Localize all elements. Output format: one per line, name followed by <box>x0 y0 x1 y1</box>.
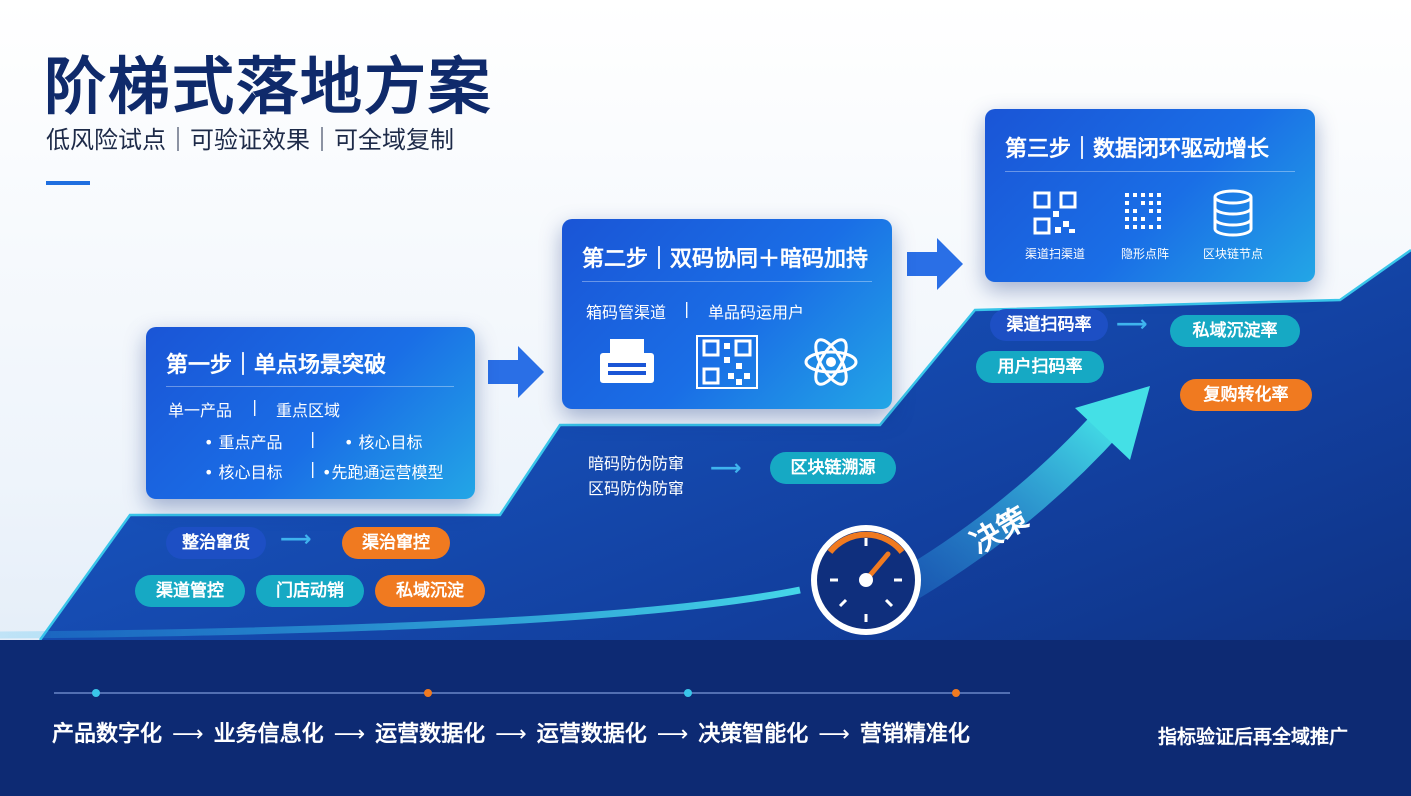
arrow-right-icon: ⟶ <box>710 456 742 481</box>
step2-below-line2: 区码防伪防窜 <box>588 479 685 498</box>
speedometer-icon <box>811 525 921 635</box>
step3-icon-label: 隐形点阵 <box>1120 247 1169 261</box>
step1-divider <box>166 386 454 387</box>
step1-row1-sep: | <box>252 397 258 416</box>
flow-arrow-icon: ⟶ <box>818 722 850 747</box>
page-title: 阶梯式落地方案 <box>44 50 493 123</box>
step3-card: 第三步｜数据闭环驱动增长 渠道扫渠道 隐形点阵 区块链节点 <box>985 109 1315 282</box>
arrow-right-icon: ⟶ <box>280 527 312 552</box>
pill-user-scan-rate: 用户扫码率 <box>976 351 1104 383</box>
step2-title: 第二步｜双码协同＋暗码加持 <box>582 247 869 272</box>
pill-private-traffic: 私域沉淀 <box>375 575 485 607</box>
qr-code-icon <box>1033 191 1077 235</box>
step2-divider <box>582 281 872 282</box>
step1-item: • 核心目标 <box>204 463 283 482</box>
pill-repurchase-rate: 复购转化率 <box>1180 379 1312 411</box>
printer-icon <box>600 339 654 383</box>
step1-item: •先跑通运营模型 <box>322 463 444 482</box>
flow-arrow-icon: ⟶ <box>333 722 366 747</box>
step1-item: • 核心目标 <box>344 433 423 452</box>
accent-divider <box>46 181 90 185</box>
pill-blockchain-trace: 区块链溯源 <box>770 452 896 484</box>
pill-store-sales: 门店动销 <box>256 575 364 607</box>
step1-item: • 重点产品 <box>204 433 283 452</box>
step2-below-line1: 暗码防伪防窜 <box>588 454 685 473</box>
step2-row1-right: 单品码运用户 <box>708 303 805 322</box>
flow-step: 产品数字化 <box>52 722 163 747</box>
flow-arrow-icon: ⟶ <box>172 722 204 747</box>
flow-step: 营销精准化 <box>859 722 970 747</box>
step2-card: 第二步｜双码协同＋暗码加持 箱码管渠道 | 单品码运用户 <box>562 219 892 409</box>
flow-step: 运营数据化 <box>375 722 486 747</box>
database-icon <box>1213 189 1253 237</box>
qr-code-icon <box>696 335 758 389</box>
step1-row1-right: 重点区域 <box>276 401 341 420</box>
step3-icon-label: 渠道扫渠道 <box>1024 247 1085 261</box>
step1-item-sep: | <box>310 459 316 478</box>
step1-item-sep: | <box>310 429 316 448</box>
flow-step: 运营数据化 <box>536 722 647 747</box>
bottom-flow: 产品数字化 ⟶ 业务信息化 ⟶ 运营数据化 ⟶ 运营数据化 ⟶ 决策智能化 ⟶ 营销精准化 <box>52 716 970 748</box>
step1-title: 第一步｜单点场景突破 <box>166 353 387 378</box>
arrow-right-icon: ⟶ <box>1116 312 1148 337</box>
step3-divider <box>1005 171 1295 172</box>
pill-channel-management: 渠道管控 <box>135 575 245 607</box>
flow-step: 业务信息化 <box>213 722 324 747</box>
step1-card: 第一步｜单点场景突破 单一产品 | 重点区域 • 重点产品 | • 核心目标 •… <box>146 327 475 499</box>
step2-row1-sep: | <box>684 299 690 318</box>
pill-anti-diversion: 整治窜货 <box>166 527 266 559</box>
step3-title: 第三步｜数据闭环驱动增长 <box>1005 137 1270 162</box>
atom-icon <box>804 338 858 386</box>
step1-row1-left: 单一产品 <box>168 401 233 420</box>
pill-channel-scan-rate: 渠道扫码率 <box>990 309 1108 341</box>
bottom-right-note: 指标验证后再全域推广 <box>1158 726 1349 748</box>
step3-icon-label: 区块链节点 <box>1202 247 1263 261</box>
flow-arrow-icon: ⟶ <box>656 722 689 747</box>
dot-matrix-icon <box>1125 193 1161 229</box>
pill-channel-control: 渠治窜控 <box>342 527 450 559</box>
flow-arrow-icon: ⟶ <box>495 722 527 747</box>
page-subtitle: 低风险试点｜可验证效果｜可全域复制 <box>46 126 454 154</box>
pill-private-rate: 私域沉淀率 <box>1170 315 1300 347</box>
step2-row1-left: 箱码管渠道 <box>586 303 667 322</box>
flow-step: 决策智能化 <box>698 722 809 747</box>
